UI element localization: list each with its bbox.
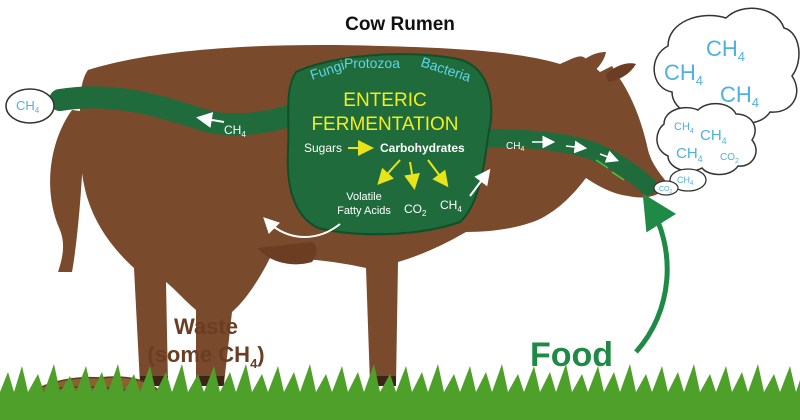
- cloud-icon: [5, 88, 55, 124]
- label-waste: Waste: [174, 314, 238, 339]
- label-food: Food: [530, 336, 613, 374]
- arrow-icon: [377, 159, 401, 185]
- label-ch4-rumen: CH4: [440, 198, 462, 214]
- esophagus-tract: [471, 129, 657, 195]
- cloud-ch4-7: CH4: [677, 175, 694, 187]
- label-vfa-line1: Volatile: [346, 191, 381, 203]
- label-ch4-esophagus: CH4: [506, 141, 524, 153]
- hoof-back-left: [140, 376, 168, 386]
- food-path-arrow: [595, 159, 609, 169]
- arrow-icon: [263, 217, 341, 238]
- bubble-ch4-tail: CH4: [16, 98, 40, 115]
- cow-tail: [50, 110, 88, 272]
- process-line1: ENTERIC: [343, 90, 426, 111]
- label-waste-ch4: (some CH4): [147, 342, 264, 371]
- cloud-icon: [653, 7, 800, 124]
- cloud-ch4-1: CH4: [706, 36, 745, 64]
- cloud-ch4-3: CH4: [720, 82, 759, 110]
- diagram-title: Cow Rumen: [345, 14, 455, 35]
- grass-blades: [0, 364, 800, 392]
- cloud-ch4-5: CH4: [700, 127, 727, 146]
- cow-horn: [572, 52, 606, 78]
- arrow-icon: [599, 150, 619, 163]
- microbe-protozoa: Protozoa: [344, 55, 400, 71]
- label-co2-rumen: CO2: [404, 202, 427, 218]
- arrow-icon: [196, 112, 225, 128]
- arrow-icon: [427, 159, 449, 188]
- process-line2: FERMENTATION: [311, 114, 458, 135]
- label-vfa-line2: Fatty Acids: [337, 205, 391, 217]
- hoof-front-left: [370, 376, 396, 386]
- label-sugars: Sugars: [304, 141, 342, 155]
- food-arrow-icon: [634, 193, 677, 354]
- grass-icon: [0, 392, 800, 420]
- cloud-icon: [669, 168, 707, 192]
- arrow-icon: [404, 161, 420, 190]
- label-carbohydrates: Carbohydrates: [380, 141, 465, 155]
- arrow-icon: [565, 140, 588, 154]
- cloud-co2-1: CO2: [720, 152, 739, 165]
- cloud-ch4-6: CH4: [676, 145, 703, 164]
- cow-udder: [258, 242, 317, 265]
- cow-ear: [606, 63, 636, 82]
- cloud-ch4-2: CH4: [664, 60, 703, 88]
- cloud-icon: [656, 102, 757, 176]
- rumen: [286, 53, 493, 236]
- label-ch4-intestine: CH4: [224, 123, 246, 139]
- cloud-ch4-4: CH4: [674, 121, 694, 135]
- arrow-icon: [469, 168, 491, 197]
- cloud-co2-2: CO2: [659, 186, 673, 195]
- food-path-arrow: [611, 171, 625, 181]
